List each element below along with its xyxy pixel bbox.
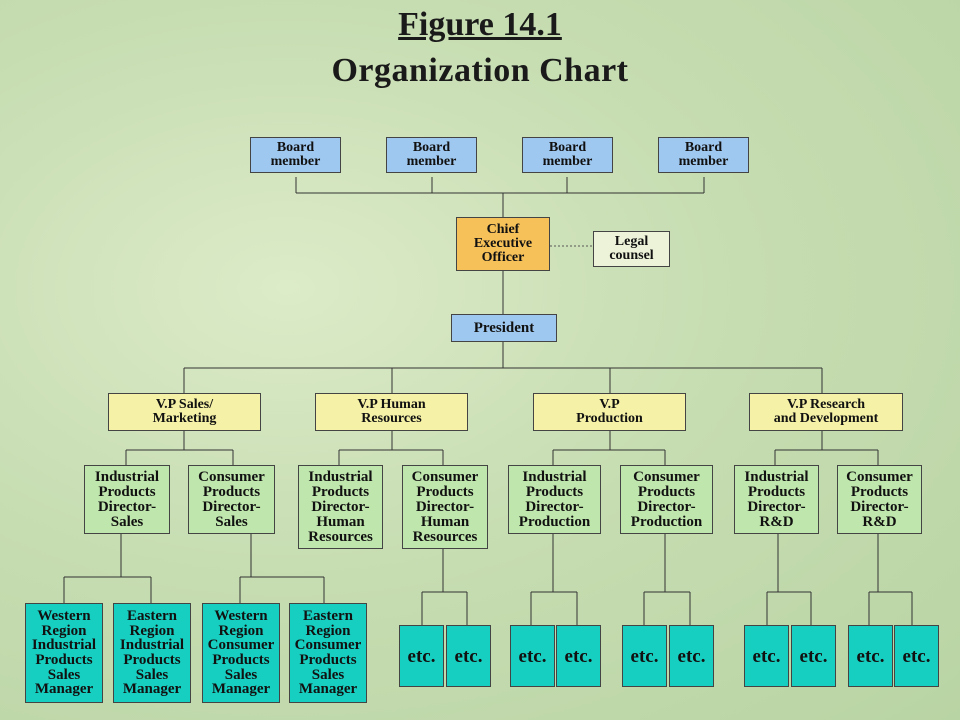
director-consumer-rnd: Consumer Products Director- R&D [837,465,922,534]
vp-sales-marketing: V.P Sales/ Marketing [108,393,261,431]
director-industrial-hr: Industrial Products Director- Human Reso… [298,465,383,549]
etc-box: etc. [399,625,444,687]
ceo-box: Chief Executive Officer [456,217,550,271]
manager-western-industrial: Western Region Industrial Products Sales… [25,603,103,703]
director-consumer-sales: Consumer Products Director- Sales [188,465,275,534]
vp-production: V.P Production [533,393,686,431]
etc-box: etc. [446,625,491,687]
etc-box: etc. [510,625,555,687]
legal-counsel-box: Legal counsel [593,231,670,267]
etc-box: etc. [556,625,601,687]
etc-box: etc. [894,625,939,687]
figure-title: Figure 14.1 [398,6,562,43]
etc-box: etc. [669,625,714,687]
etc-box: etc. [744,625,789,687]
director-industrial-sales: Industrial Products Director- Sales [84,465,170,534]
board-member-1: Board member [250,137,341,173]
director-industrial-production: Industrial Products Director- Production [508,465,601,534]
vp-research-development: V.P Research and Development [749,393,903,431]
chart-title: Organization Chart [331,52,629,89]
etc-box: etc. [791,625,836,687]
board-member-4: Board member [658,137,749,173]
manager-western-consumer: Western Region Consumer Products Sales M… [202,603,280,703]
etc-box: etc. [848,625,893,687]
manager-eastern-consumer: Eastern Region Consumer Products Sales M… [289,603,367,703]
director-consumer-production: Consumer Products Director- Production [620,465,713,534]
director-consumer-hr: Consumer Products Director- Human Resour… [402,465,488,549]
president-box: President [451,314,557,342]
etc-box: etc. [622,625,667,687]
director-industrial-rnd: Industrial Products Director- R&D [734,465,819,534]
vp-human-resources: V.P Human Resources [315,393,468,431]
manager-eastern-industrial: Eastern Region Industrial Products Sales… [113,603,191,703]
board-member-2: Board member [386,137,477,173]
board-member-3: Board member [522,137,613,173]
